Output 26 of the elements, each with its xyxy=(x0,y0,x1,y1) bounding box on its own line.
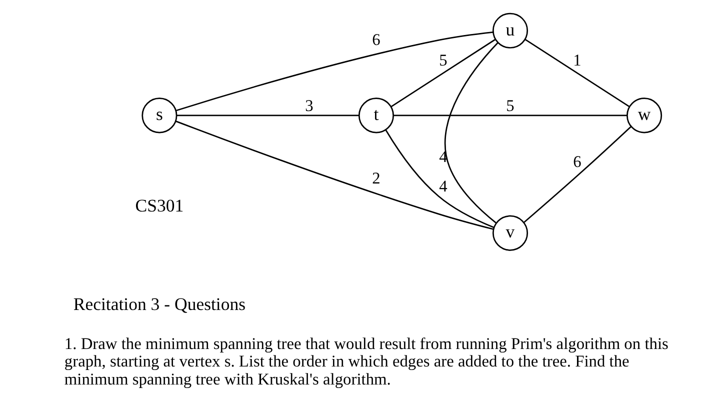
connector xyxy=(524,38,630,108)
edge-label: 3 xyxy=(305,96,314,115)
node-circle: s xyxy=(142,98,178,134)
node-circle: t xyxy=(358,98,394,134)
connector xyxy=(393,114,627,116)
edge-label: 5 xyxy=(439,50,448,70)
edge-label: 6 xyxy=(372,30,380,50)
edge-label: 6 xyxy=(573,152,582,171)
edge-label: 4 xyxy=(439,176,448,196)
connector xyxy=(385,130,494,228)
connector xyxy=(524,126,632,223)
node-circle: u xyxy=(492,12,528,48)
connector xyxy=(176,32,494,112)
edge-label: 5 xyxy=(506,96,514,115)
connector xyxy=(444,42,498,224)
label: Recitation 3 - Questions xyxy=(73,294,246,314)
label: CS301 xyxy=(135,196,184,216)
node-circle: v xyxy=(492,215,528,251)
connector xyxy=(176,114,360,116)
edge-label: 2 xyxy=(372,168,380,188)
edge-label: 1 xyxy=(573,50,582,70)
connector xyxy=(390,38,496,108)
caption: 1. Draw the minimum spanning tree that would result from running Prim's algorithm on this graph, starting at vertex s. List the order in which edges are added to the tree. Find the minimum spanning tree with Kruskal's algorithm. xyxy=(64,334,668,388)
edge-label: 4 xyxy=(439,147,448,166)
node-circle: w xyxy=(626,98,662,134)
connector xyxy=(176,120,494,230)
